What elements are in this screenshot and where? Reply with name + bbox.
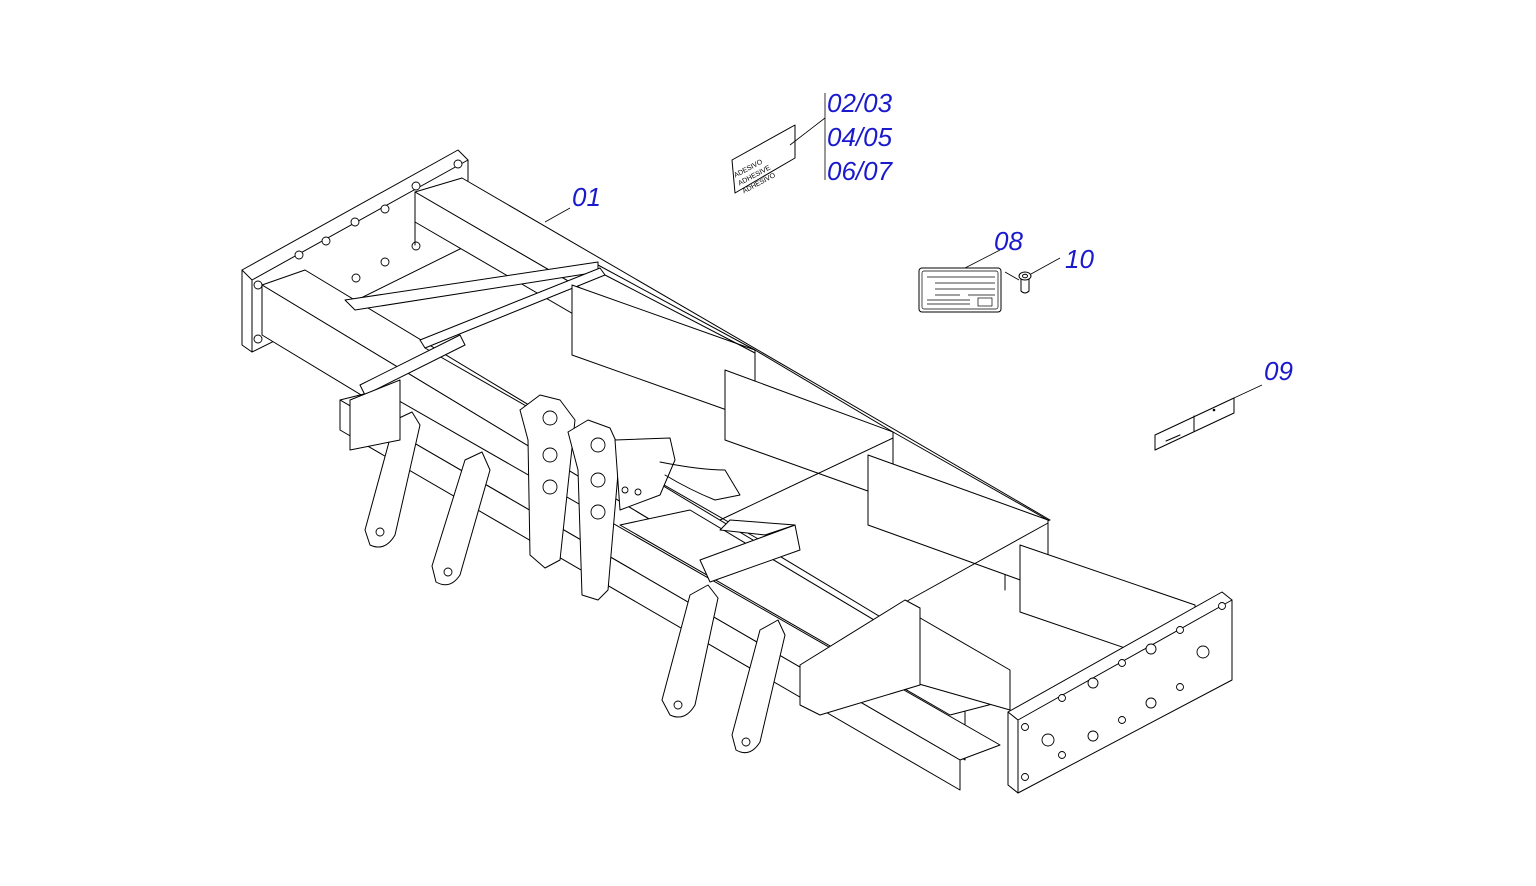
callout-04-05: 04/05	[827, 122, 893, 152]
cross-members	[344, 261, 1196, 673]
right-lift-arms	[661, 519, 801, 754]
callout-09: 09	[1264, 356, 1293, 386]
strip-label	[1154, 384, 1263, 451]
adhesive-sticker: ADESIVO ADHESIVE ADHESIVO	[731, 93, 826, 195]
central-hitch	[519, 394, 741, 601]
rivet	[1004, 257, 1061, 294]
right-gusset	[799, 599, 921, 716]
callout-06-07: 06/07	[827, 156, 894, 186]
callout-08: 08	[994, 226, 1023, 256]
left-lift-arms	[349, 334, 491, 586]
id-plate	[918, 249, 1002, 313]
main-frame	[241, 149, 1233, 794]
callout-10: 10	[1065, 244, 1094, 274]
right-end-plate	[1007, 591, 1233, 794]
callout-01: 01	[572, 182, 601, 212]
callout-02-03: 02/03	[827, 88, 893, 118]
